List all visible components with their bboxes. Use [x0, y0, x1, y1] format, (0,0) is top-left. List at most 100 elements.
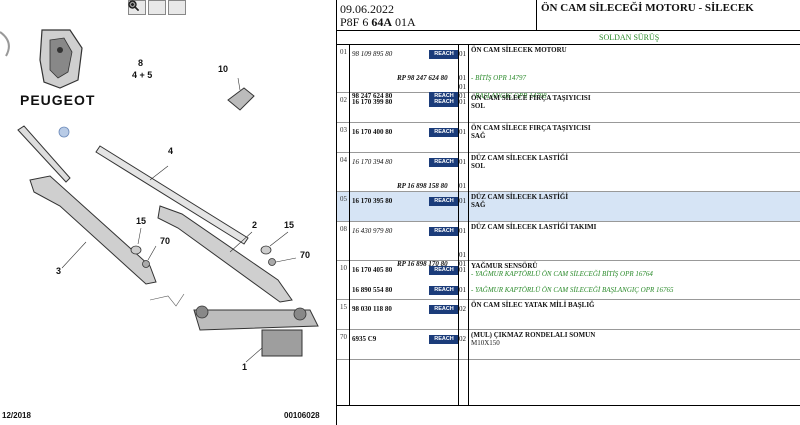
- quantity: 01: [459, 98, 466, 106]
- peugeot-lion-logo: [39, 29, 83, 89]
- row-number: 01: [340, 48, 347, 56]
- header-meta: 09.06.2022 P8F 6 64A 01A: [337, 0, 537, 31]
- quantity: 01: [459, 83, 466, 91]
- zoom-out-button[interactable]: [128, 0, 166, 15]
- part-description: ÖN CAM SİLEC YATAK MİLİ BAŞLIĞ: [471, 301, 595, 309]
- part-note: - BİTİŞ OPR 14797: [471, 74, 527, 82]
- quantity: 01: [459, 128, 466, 136]
- part-side: SAĞ: [471, 201, 486, 209]
- reach-badge: REACH: [429, 335, 459, 344]
- part-10-rain-sensor[interactable]: [227, 77, 255, 111]
- quantity: 02: [459, 335, 466, 343]
- part-8-blade-left[interactable]: [17, 125, 71, 183]
- part-description: DÜZ CAM SİLECEK LASTİĞİ: [471, 193, 569, 201]
- part-note: - YAĞMUR KAPTÖRLÜ ÖN CAM SİLECEĞİ BİTİŞ …: [471, 270, 653, 278]
- callout-15-left: 15: [136, 216, 147, 226]
- part-reference: 98 247 624 80: [352, 92, 393, 100]
- part-description: YAĞMUR SENSÖRÜ: [471, 262, 538, 270]
- header-reference: P8F 6 64A 01A: [340, 15, 416, 30]
- reach-badge: REACH: [429, 92, 459, 101]
- reach-badge: REACH: [429, 50, 459, 59]
- part-spec: M10X150: [471, 339, 500, 347]
- diagram-drawing: [0, 29, 319, 363]
- row-number: 05: [340, 195, 347, 203]
- callout-1: 1: [242, 362, 248, 372]
- quantity: 01: [459, 260, 466, 268]
- part-2-wiper-arm-right[interactable]: [157, 205, 293, 303]
- diagram-toolbar: [128, 0, 186, 16]
- callout-3: 3: [56, 266, 62, 276]
- callout-70-right: 70: [300, 250, 311, 260]
- quantity: 01: [459, 158, 466, 166]
- page-title: ÖN CAM SİLECEĞİ MOTORU - SİLECEK: [541, 2, 754, 14]
- brand-wordmark: PEUGEOT: [20, 92, 96, 108]
- quantity: 02: [459, 305, 466, 313]
- zoom-fit-button[interactable]: [128, 0, 186, 15]
- diagram-code: 00106028: [284, 411, 320, 420]
- reach-badge: REACH: [429, 197, 459, 206]
- part-side: SOL: [471, 102, 486, 110]
- sheet-footer: [337, 405, 800, 425]
- reach-badge: REACH: [429, 158, 459, 167]
- part-4-blade-right[interactable]: [95, 145, 249, 245]
- sheet-header: 09.06.2022 P8F 6 64A 01A ÖN CAM SİLECEĞİ…: [337, 0, 800, 31]
- part-side: SAĞ: [471, 132, 486, 140]
- part-reference: 98 109 895 80: [352, 50, 393, 58]
- part-15-cap-right[interactable]: [260, 245, 272, 255]
- quantity: 01: [459, 92, 466, 100]
- quantity: 01: [459, 50, 466, 58]
- part-reference: 98 030 118 80: [352, 305, 392, 313]
- ref-suffix: 01A: [395, 15, 416, 29]
- zoom-fit-icon: [128, 0, 139, 11]
- quantity: 01: [459, 197, 466, 205]
- column-divider: [349, 45, 350, 405]
- edge-fragment: [0, 31, 10, 57]
- part-description: ÖN CAM SİLECE FIRÇA TAŞIYICISI: [471, 94, 591, 102]
- part-reference: 16 430 979 80: [352, 227, 393, 235]
- reach-badge: REACH: [429, 286, 459, 295]
- part-70-nut-left[interactable]: [142, 260, 150, 268]
- part-reference: 16 170 394 80: [352, 158, 393, 166]
- column-divider: [458, 45, 459, 405]
- part-reference: 16 170 395 80: [352, 197, 393, 205]
- quantity: 01: [459, 74, 466, 82]
- quantity: 01: [459, 251, 466, 259]
- part-reference: 6935 C9: [352, 335, 377, 343]
- part-reference: 16 890 554 80: [352, 286, 393, 294]
- part-side: SOL: [471, 162, 486, 170]
- row-number: 04: [340, 156, 347, 164]
- row-number: 70: [340, 333, 347, 341]
- row-number: 10: [340, 264, 347, 272]
- part-description: ÖN CAM SİLECE FIRÇA TAŞIYICISI: [471, 124, 591, 132]
- callout-4-5: 4 + 5: [132, 70, 153, 80]
- sheet-subtitle: SOLDAN SÜRÜŞ: [337, 31, 800, 45]
- callout-4: 4: [168, 146, 174, 156]
- part-15-cap-left[interactable]: [130, 245, 142, 255]
- exploded-diagram: PEUGEOT 8 4 + 5 10 4 15 2 15 70 70 3 1 1…: [0, 0, 336, 425]
- part-3-wiper-arm-left[interactable]: [29, 175, 157, 285]
- diagram-date: 12/2018: [2, 411, 31, 420]
- quantity: 01: [459, 182, 466, 190]
- part-1-wiper-motor-linkage[interactable]: [193, 305, 319, 363]
- part-70-nut-right[interactable]: [268, 258, 276, 266]
- replacement-reference: RP 98 247 624 80: [397, 74, 448, 82]
- reach-badge: REACH: [429, 305, 459, 314]
- part-note: - YAĞMUR KAPTÖRLÜ ÖN CAM SİLECEĞİ BAŞLAN…: [471, 286, 674, 294]
- reach-badge: REACH: [429, 98, 459, 107]
- quantity: 01: [459, 286, 466, 294]
- column-divider: [468, 45, 469, 405]
- callout-15-right: 15: [284, 220, 295, 230]
- row-number: 15: [340, 303, 347, 311]
- part-note: - BAŞLANGIÇ OPR 14798: [471, 92, 547, 100]
- part-description: ÖN CAM SİLECEK MOTORU: [471, 46, 567, 54]
- row-number: 02: [340, 96, 347, 104]
